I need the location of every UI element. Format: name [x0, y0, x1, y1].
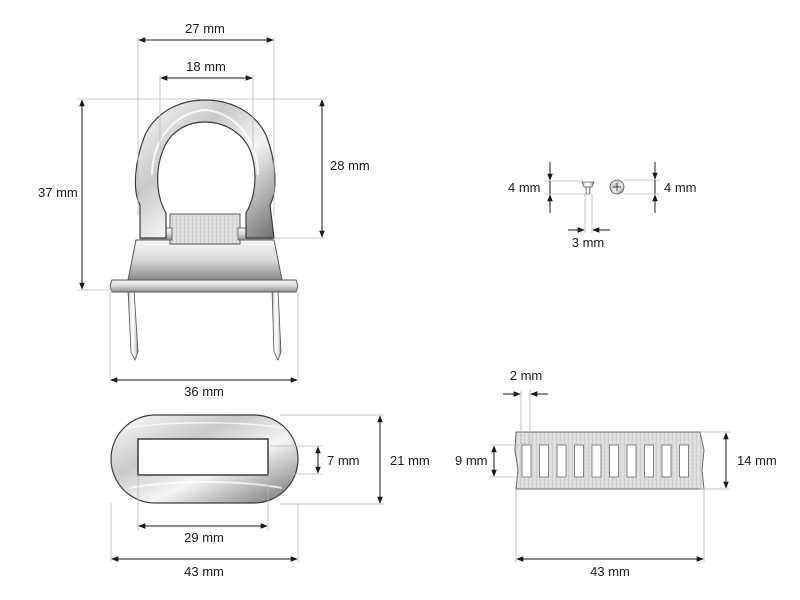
buckle-body: [127, 239, 283, 281]
screw-top-view: [609, 179, 625, 195]
back-plate-dimensions: 2 mm 9 mm 14 mm 43 mm: [455, 368, 777, 579]
screws-illustration: [581, 179, 625, 195]
back-plate-slot: [574, 444, 584, 478]
dim-base-width: 36 mm: [184, 384, 224, 399]
dim-screw-width: 3 mm: [572, 235, 605, 250]
ring-plate-dimensions: 29 mm 43 mm 7 mm 21 mm: [110, 414, 430, 579]
buckle-hinge-block: [169, 213, 241, 245]
dim-screw1-height: 4 mm: [508, 180, 541, 195]
ring-plate-illustration: [110, 414, 299, 504]
dim-buckle-height: 37 mm: [38, 185, 78, 200]
dim-ring-plate-width: 43 mm: [184, 564, 224, 579]
dim-screw2-height: 4 mm: [664, 180, 697, 195]
buckle-prong-right: [271, 289, 282, 361]
buckle-prong-left: [127, 289, 139, 361]
dim-ring-height: 28 mm: [330, 158, 370, 173]
dim-back-plate-height: 14 mm: [737, 453, 777, 468]
back-plate-slot: [556, 444, 567, 478]
dim-slot-width: 29 mm: [184, 530, 224, 545]
back-plate-slot: [521, 444, 532, 478]
dim-back-plate-width: 43 mm: [590, 564, 630, 579]
back-plate-slot: [679, 444, 689, 478]
back-plate-slot: [661, 444, 672, 478]
back-plate-slot: [626, 444, 637, 478]
back-plate-slot: [609, 444, 619, 478]
back-plate-illustration: [514, 431, 705, 490]
dim-ring-inner-width: 18 mm: [186, 59, 226, 74]
dim-slot-height: 7 mm: [327, 453, 360, 468]
dim-buckle-top-width: 27 mm: [185, 21, 225, 36]
screw-dimensions: 4 mm 4 mm 3 mm: [508, 162, 697, 250]
back-plate-slot: [591, 444, 602, 478]
dim-ring-plate-height: 21 mm: [390, 453, 430, 468]
dim-back-slot-height: 9 mm: [455, 453, 488, 468]
buckle-illustration: [109, 99, 299, 361]
back-plate-slots: [521, 444, 689, 478]
back-plate-slot: [539, 444, 549, 478]
screw-side-view: [581, 181, 595, 195]
back-plate-slot: [644, 444, 654, 478]
buckle-dimensions: 27 mm 18 mm 37 mm 28 mm 36 mm: [38, 21, 370, 399]
buckle-base-plate: [109, 279, 299, 293]
dim-slot-pitch: 2 mm: [510, 368, 543, 383]
